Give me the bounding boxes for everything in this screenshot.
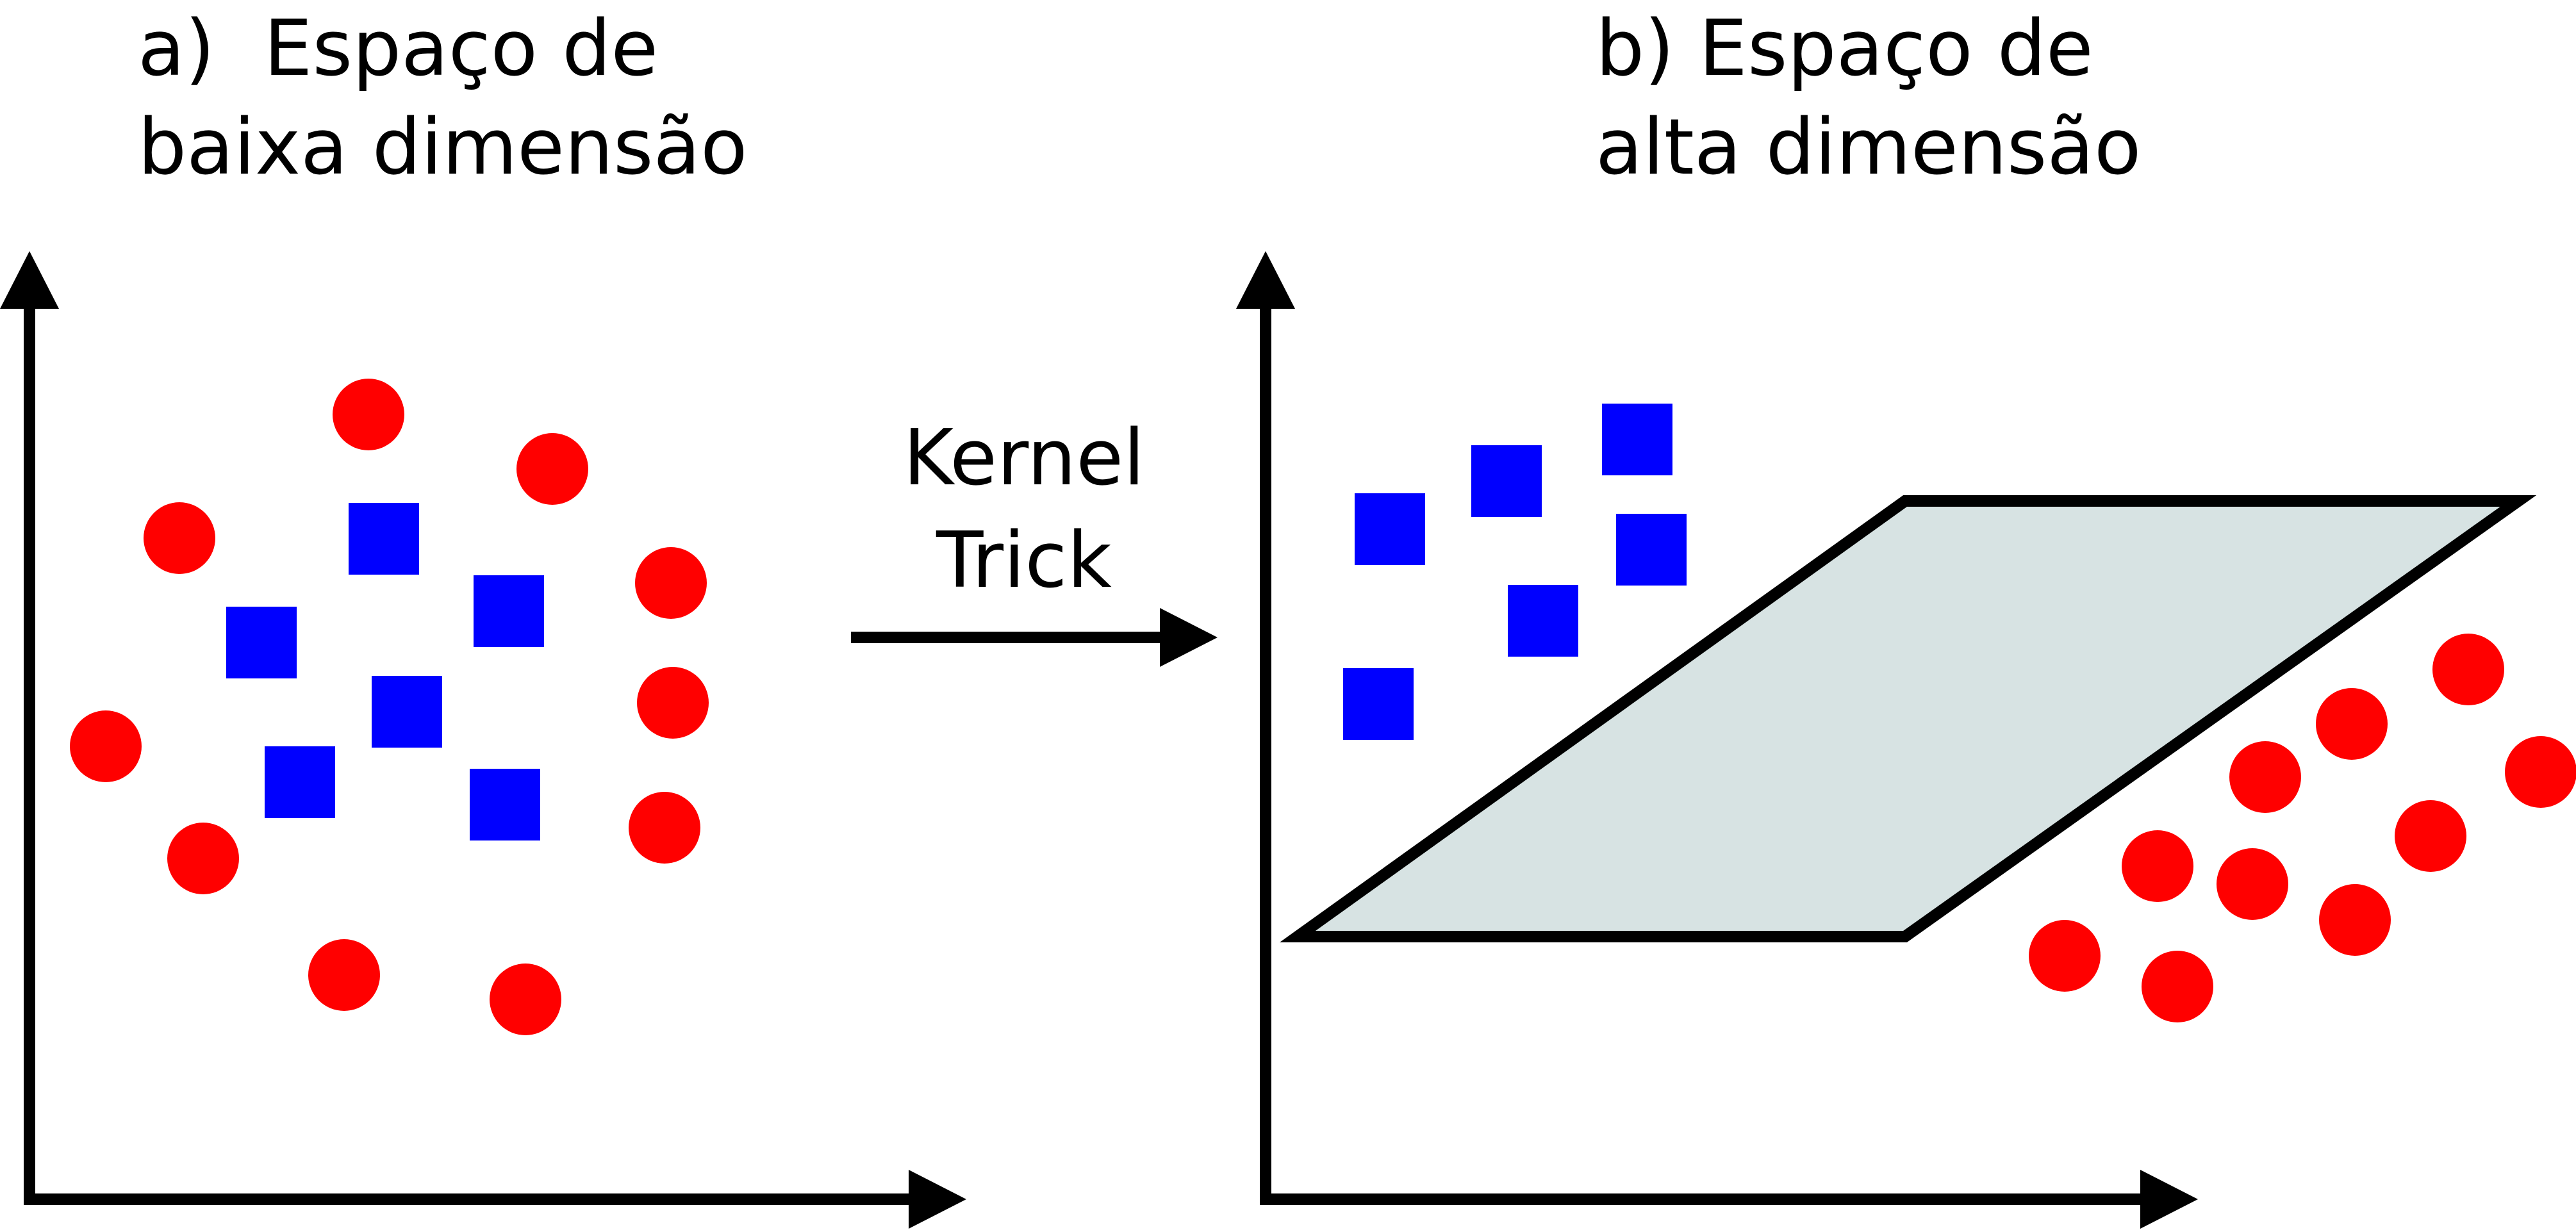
panel-a-squares <box>226 503 544 840</box>
panel-a-circles <box>70 379 709 1035</box>
class-circle-marker <box>2316 688 2388 760</box>
panel-a-y-arrowhead <box>0 251 59 309</box>
class-circle-marker <box>2142 951 2213 1022</box>
panel-b-title-line2: alta dimensão <box>1596 103 2142 192</box>
class-circle-marker <box>635 547 707 619</box>
panel-b-title-line1: b) Espaço de <box>1596 4 2093 94</box>
class-square-marker <box>474 575 544 647</box>
panel-b-x-arrowhead <box>2140 1170 2198 1229</box>
class-circle-marker <box>2432 634 2504 705</box>
kernel-arrow-head <box>1160 608 1218 667</box>
class-circle-marker <box>308 939 380 1011</box>
panel-a-title-line1: a) Espaço de <box>138 4 659 94</box>
class-circle-marker <box>2122 830 2193 902</box>
class-circle-marker <box>2505 736 2576 808</box>
class-square-marker <box>1602 404 1672 475</box>
class-circle-marker <box>2029 920 2101 992</box>
class-circle-marker <box>70 710 142 782</box>
class-circle-marker <box>2319 884 2391 956</box>
class-circle-marker <box>516 433 588 505</box>
class-square-marker <box>265 746 335 818</box>
panel-b-y-arrowhead <box>1236 251 1295 309</box>
class-square-marker <box>1616 514 1687 586</box>
class-square-marker <box>372 676 442 748</box>
class-square-marker <box>1343 668 1414 740</box>
class-circle-marker <box>629 792 700 864</box>
panel-b-squares <box>1343 404 1687 740</box>
class-square-marker <box>349 503 419 575</box>
class-circle-marker <box>167 823 239 894</box>
separating-hyperplane <box>1280 495 2537 942</box>
panel-b-axes <box>1236 251 2198 1229</box>
kernel-trick-label-line1: Kernel <box>903 414 1145 503</box>
class-square-marker <box>1355 493 1425 565</box>
panel-a-x-arrowhead <box>909 1170 966 1229</box>
kernel-trick-arrow <box>851 608 1218 667</box>
class-circle-marker <box>144 502 215 574</box>
kernel-trick-label-line2: Trick <box>936 516 1112 605</box>
class-circle-marker <box>2217 848 2288 920</box>
class-circle-marker <box>333 379 404 450</box>
class-square-marker <box>1508 585 1578 657</box>
panel-a-title-line2: baixa dimensão <box>138 103 748 192</box>
class-square-marker <box>1471 445 1542 517</box>
class-square-marker <box>470 769 540 840</box>
class-circle-marker <box>637 667 709 739</box>
class-square-marker <box>226 607 297 678</box>
panel-b-circles <box>2029 634 2576 1022</box>
panel-a-axes <box>0 251 966 1229</box>
class-circle-marker <box>490 964 561 1035</box>
class-circle-marker <box>2229 741 2301 813</box>
class-circle-marker <box>2395 800 2466 872</box>
